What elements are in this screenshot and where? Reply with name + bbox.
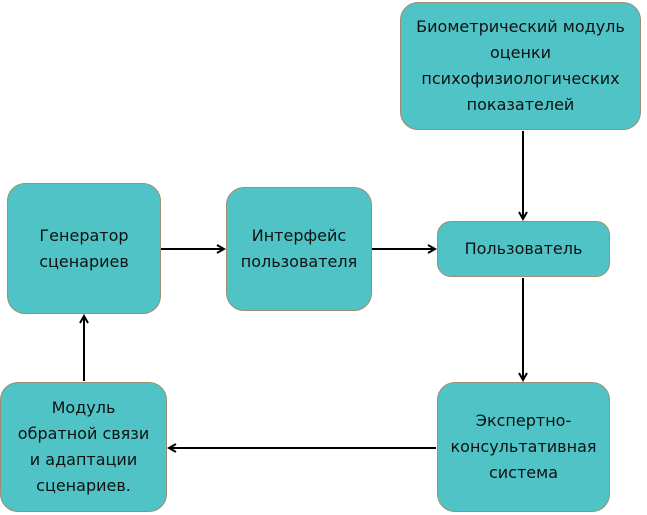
feedback-module-node: Модуль обратной связи и адаптации сценар… [0,382,167,512]
expert-system-label: Экспертно- консультативная система [450,411,597,482]
scenario-generator-label: Генератор сценариев [39,225,129,271]
user-node: Пользователь [437,221,610,277]
user-interface-label: Интерфейс пользователя [240,226,358,271]
biometric-module-label: Биометрический модуль оценки психофизиол… [416,17,625,114]
user-label: Пользователь [464,239,583,258]
expert-system-node: Экспертно- консультативная система [437,382,610,512]
scenario-generator-node: Генератор сценариев [7,183,161,314]
feedback-module-label: Модуль обратной связи и адаптации сценар… [17,398,150,495]
user-interface-node: Интерфейс пользователя [226,187,372,311]
biometric-module-node: Биометрический модуль оценки психофизиол… [400,2,641,130]
